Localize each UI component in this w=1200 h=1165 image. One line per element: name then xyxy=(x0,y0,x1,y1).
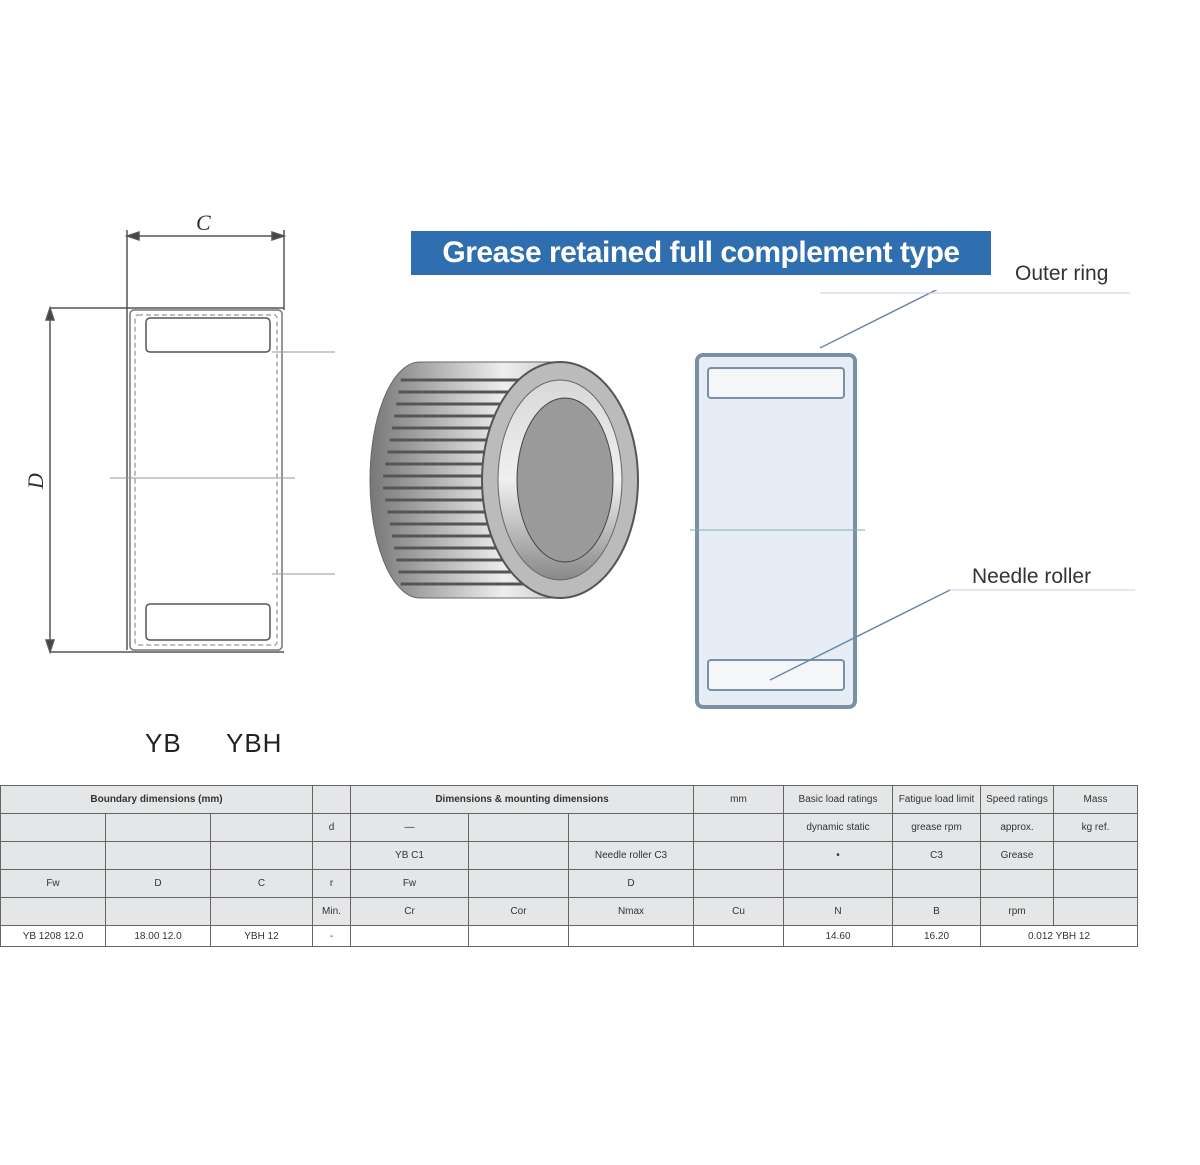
outer-ring-section xyxy=(690,290,1135,709)
table-cell xyxy=(783,869,893,898)
table-cell xyxy=(892,869,981,898)
table-cell: YBH 12 xyxy=(210,925,313,947)
table-cell xyxy=(0,813,106,842)
needle-roller-leader xyxy=(769,589,951,681)
table-cell: d xyxy=(312,813,351,842)
table-cell: D xyxy=(568,869,694,898)
table-cell: Needle roller C3 xyxy=(568,841,694,870)
table-cell xyxy=(693,841,784,870)
table-cell: Mass xyxy=(1053,785,1138,814)
table-cell: rpm xyxy=(980,897,1054,926)
table-cell xyxy=(0,897,106,926)
model-yb: YB xyxy=(145,728,182,758)
outer-ring-leader xyxy=(819,290,938,349)
table-cell: B xyxy=(892,897,981,926)
table-cell: D xyxy=(105,869,211,898)
table-cell: Nmax xyxy=(568,897,694,926)
table-cell: Speed ratings xyxy=(980,785,1054,814)
table-cell xyxy=(210,841,313,870)
cross-section-drawing xyxy=(44,230,335,655)
model-ybh: YBH xyxy=(226,728,283,758)
table-cell xyxy=(468,869,569,898)
table-cell xyxy=(693,813,784,842)
table-cell: 0.012 YBH 12 xyxy=(980,925,1138,947)
table-cell: Dimensions & mounting dimensions xyxy=(350,785,694,814)
table-cell: approx. xyxy=(980,813,1054,842)
table-cell xyxy=(210,813,313,842)
table-cell: r xyxy=(312,869,351,898)
table-cell: C3 xyxy=(892,841,981,870)
table-cell: Cor xyxy=(468,897,569,926)
table-cell xyxy=(468,925,569,947)
table-cell: YB 1208 12.0 xyxy=(0,925,106,947)
table-cell xyxy=(1053,869,1138,898)
table-cell: 18.00 12.0 xyxy=(105,925,211,947)
table-cell xyxy=(105,813,211,842)
table-cell: Fw xyxy=(350,869,469,898)
table-cell: Min. xyxy=(312,897,351,926)
table-cell xyxy=(468,841,569,870)
table-cell xyxy=(1053,897,1138,926)
table-cell xyxy=(1053,841,1138,870)
table-row: Boundary dimensions (mm) Dimensions & mou… xyxy=(0,785,1138,814)
table-cell: 14.60 xyxy=(783,925,893,947)
width-label: C xyxy=(196,210,211,235)
table-cell xyxy=(312,785,351,814)
table-cell: YB C1 xyxy=(350,841,469,870)
diameter-label: D xyxy=(22,473,48,489)
table-cell xyxy=(568,813,694,842)
table-cell xyxy=(980,869,1054,898)
table-cell xyxy=(350,925,469,947)
page-title: Grease retained full complement type xyxy=(411,231,991,275)
table-cell: — xyxy=(350,813,469,842)
table-cell: N xyxy=(783,897,893,926)
table-cell: C xyxy=(210,869,313,898)
table-cell xyxy=(568,925,694,947)
table-cell: 16.20 xyxy=(892,925,981,947)
table-cell xyxy=(0,841,106,870)
table-cell xyxy=(693,869,784,898)
table-cell xyxy=(468,813,569,842)
table-cell: dynamic static xyxy=(783,813,893,842)
table-cell: kg ref. xyxy=(1053,813,1138,842)
table-cell: - xyxy=(312,925,351,947)
table-cell xyxy=(105,841,211,870)
table-cell xyxy=(312,841,351,870)
dimension-table: Boundary dimensions (mm) Dimensions & mou… xyxy=(0,785,1138,947)
outer-ring-label: Outer ring xyxy=(1015,262,1109,285)
table-cell xyxy=(210,897,313,926)
needle-bearing-illustration xyxy=(369,361,639,599)
table-cell: Fatigue load limit xyxy=(892,785,981,814)
table-cell: grease rpm xyxy=(892,813,981,842)
table-cell: Grease xyxy=(980,841,1054,870)
table-cell: mm xyxy=(693,785,784,814)
table-cell: Boundary dimensions (mm) xyxy=(0,785,313,814)
table-cell xyxy=(693,925,784,947)
table-cell: Cr xyxy=(350,897,469,926)
table-cell: Cu xyxy=(693,897,784,926)
needle-roller-label: Needle roller xyxy=(972,565,1092,588)
table-cell: Fw xyxy=(0,869,106,898)
table-cell xyxy=(105,897,211,926)
table-cell: • xyxy=(783,841,893,870)
table-cell: Basic load ratings xyxy=(783,785,893,814)
